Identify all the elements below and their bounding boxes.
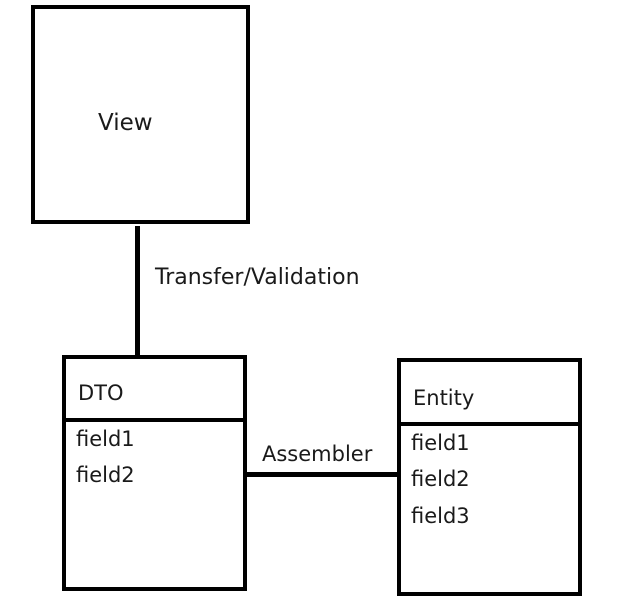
entity-title: Entity <box>413 386 475 410</box>
entity-field-2: field2 <box>411 467 470 491</box>
entity-class-box: Entity field1 field2 field3 <box>397 358 582 596</box>
entity-field-1: field1 <box>411 431 470 455</box>
entity-divider <box>401 422 578 426</box>
dto-class-box: DTO field1 field2 <box>62 355 247 591</box>
dto-title: DTO <box>78 381 124 405</box>
view-dto-connector <box>135 226 140 355</box>
entity-field-3: field3 <box>411 504 470 528</box>
view-title: View <box>98 110 153 136</box>
dto-field-1: field1 <box>76 427 135 451</box>
dto-entity-connector-label: Assembler <box>262 442 373 466</box>
dto-entity-connector <box>247 472 398 477</box>
dto-field-2: field2 <box>76 463 135 487</box>
dto-divider <box>66 418 243 422</box>
view-box: View <box>31 5 250 224</box>
view-dto-connector-label: Transfer/Validation <box>155 265 360 290</box>
